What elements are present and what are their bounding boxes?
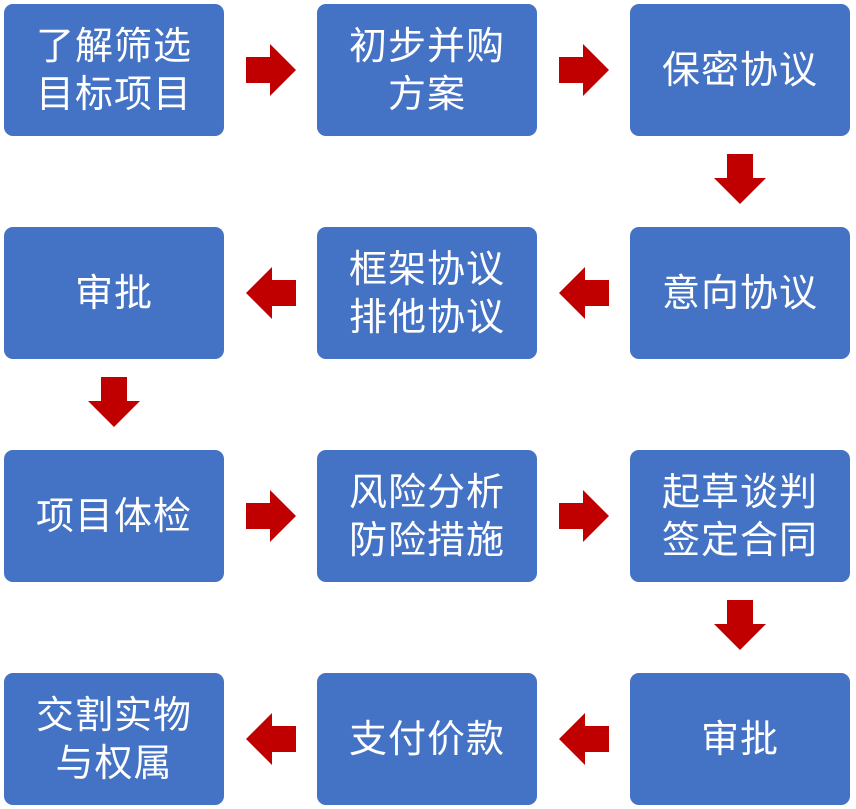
step-box-2: 初步并购 方案 [317, 4, 537, 136]
step-box-6: 审批 [4, 227, 224, 359]
arrow-down-icon [714, 600, 766, 650]
arrow-left-icon [246, 267, 296, 319]
step-box-7: 项目体检 [4, 450, 224, 582]
step-box-4: 意向协议 [630, 227, 850, 359]
arrow-down-icon [714, 154, 766, 204]
step-2-line-1: 初步并购 [348, 24, 505, 68]
step-4-line-1: 意向协议 [661, 271, 818, 315]
step-10-line-1: 审批 [700, 717, 779, 761]
step-box-9: 起草谈判 签定合同 [630, 450, 850, 582]
arrow-right-icon [559, 490, 609, 542]
step-1-line-2: 目标项目 [35, 72, 192, 116]
arrow-right-icon [559, 44, 609, 96]
step-7-line-1: 项目体检 [35, 494, 192, 538]
arrow-right-icon [246, 44, 296, 96]
step-5-line-2: 排他协议 [348, 295, 505, 339]
step-1-line-1: 了解筛选 [35, 24, 192, 68]
step-box-10: 审批 [630, 673, 850, 805]
step-box-3: 保密协议 [630, 4, 850, 136]
arrow-left-icon [559, 713, 609, 765]
step-box-12: 交割实物 与权属 [4, 673, 224, 805]
arrow-down-icon [88, 377, 140, 427]
arrow-left-icon [559, 267, 609, 319]
step-2-line-2: 方案 [387, 72, 466, 116]
step-6-line-1: 审批 [74, 271, 153, 315]
step-9-line-2: 签定合同 [661, 518, 818, 562]
step-box-1: 了解筛选 目标项目 [4, 4, 224, 136]
step-3-line-1: 保密协议 [661, 48, 818, 92]
step-8-line-2: 防险措施 [348, 518, 505, 562]
step-box-8: 风险分析 防险措施 [317, 450, 537, 582]
step-5-line-1: 框架协议 [348, 247, 505, 291]
step-box-5: 框架协议 排他协议 [317, 227, 537, 359]
step-11-line-1: 支付价款 [348, 717, 505, 761]
step-12-line-1: 交割实物 [35, 693, 192, 737]
arrow-left-icon [246, 713, 296, 765]
step-12-line-2: 与权属 [55, 741, 173, 785]
arrow-right-icon [246, 490, 296, 542]
step-9-line-1: 起草谈判 [661, 470, 818, 514]
step-box-11: 支付价款 [317, 673, 537, 805]
step-8-line-1: 风险分析 [348, 470, 505, 514]
